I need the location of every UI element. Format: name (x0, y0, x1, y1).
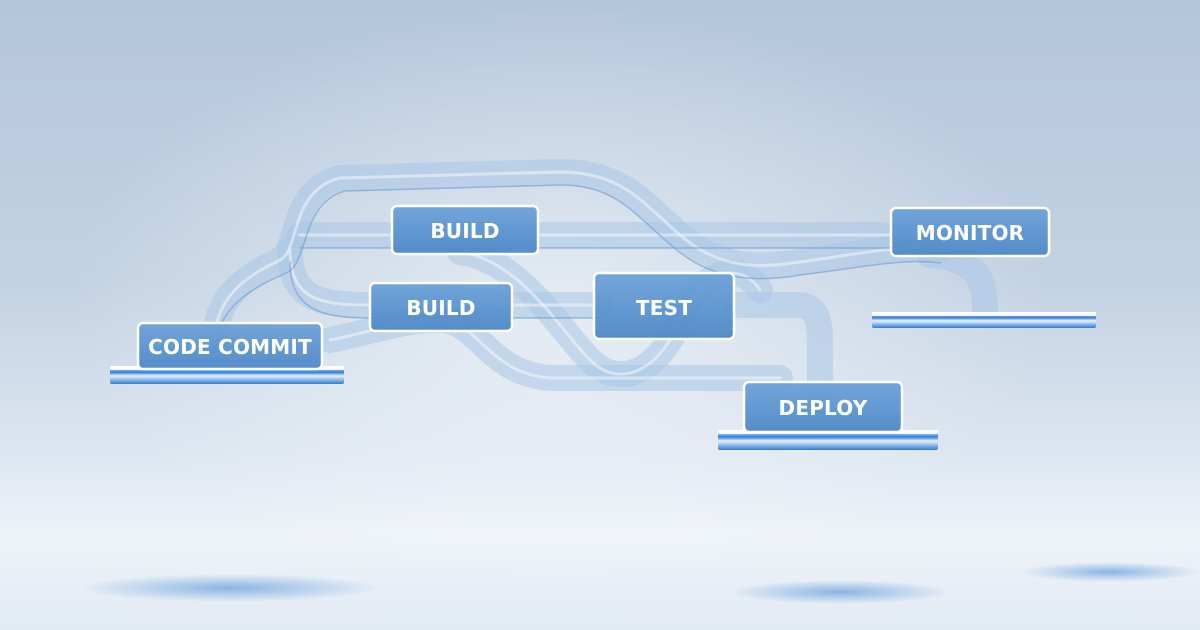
pipe-edge-1 (214, 184, 941, 354)
pipe-commit-to-build-top (202, 158, 953, 353)
stage-boxes: CODE COMMIT BUILD BUILD TEST DEPLOY MONI… (136, 204, 1051, 434)
stage-build-lower: BUILD (368, 281, 514, 333)
stage-build-top-label: BUILD (430, 219, 499, 243)
pipe-highlight-3 (288, 248, 602, 307)
stage-code-commit-label: CODE COMMIT (148, 335, 312, 359)
floor-shadows (80, 562, 1200, 604)
platform-monitor (872, 312, 1096, 328)
stage-code-commit: CODE COMMIT (136, 321, 324, 371)
floor-shadow-left (80, 574, 380, 602)
stage-build-lower-label: BUILD (406, 296, 475, 320)
floor-shadow-right (1020, 562, 1200, 582)
pipe-monitor-drop (917, 242, 998, 328)
pipe-test-to-deploy (722, 292, 833, 408)
pipe-build-lower-to-test (277, 237, 613, 318)
stage-build-top: BUILD (390, 204, 540, 256)
stage-test: TEST (592, 271, 736, 341)
floor-shadow-center (730, 580, 950, 604)
stage-test-label: TEST (636, 296, 692, 320)
stage-monitor: MONITOR (889, 206, 1051, 258)
stage-deploy-label: DEPLOY (779, 396, 868, 420)
stage-deploy: DEPLOY (742, 380, 904, 434)
stage-monitor-label: MONITOR (916, 221, 1025, 245)
pipe-highlight-1 (213, 170, 942, 342)
pipe-edge-3 (289, 261, 601, 319)
